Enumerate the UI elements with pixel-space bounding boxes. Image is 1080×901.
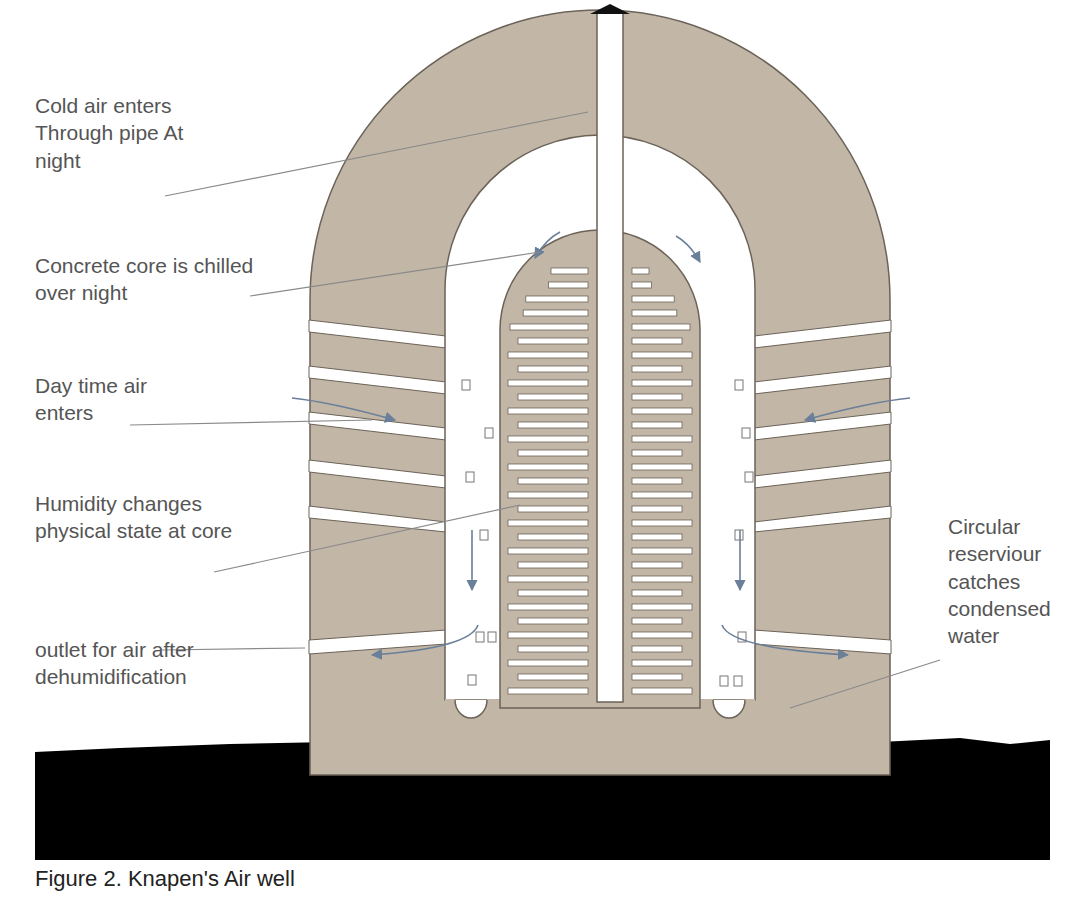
callout-label: outlet for air after dehumidification xyxy=(35,636,235,691)
pipe-cap xyxy=(590,4,630,14)
callout-label: Humidity changes physical state at core xyxy=(35,490,235,545)
callout-label: Day time air enters xyxy=(35,372,195,427)
cold-air-pipe xyxy=(597,12,623,702)
figure-caption: Figure 2. Knapen's Air well xyxy=(35,866,295,892)
reservoir-left xyxy=(455,700,487,718)
callout-label: Cold air enters Through pipe At night xyxy=(35,92,205,174)
callout-label: Circular reserviour catches condensed wa… xyxy=(948,513,1073,649)
callout-label: Concrete core is chilled over night xyxy=(35,252,265,307)
reservoir-right xyxy=(713,700,745,718)
air-flow-arrows xyxy=(292,232,910,655)
water-droplets xyxy=(462,380,753,686)
outer-dome xyxy=(310,10,890,775)
leader-lines xyxy=(130,112,940,708)
